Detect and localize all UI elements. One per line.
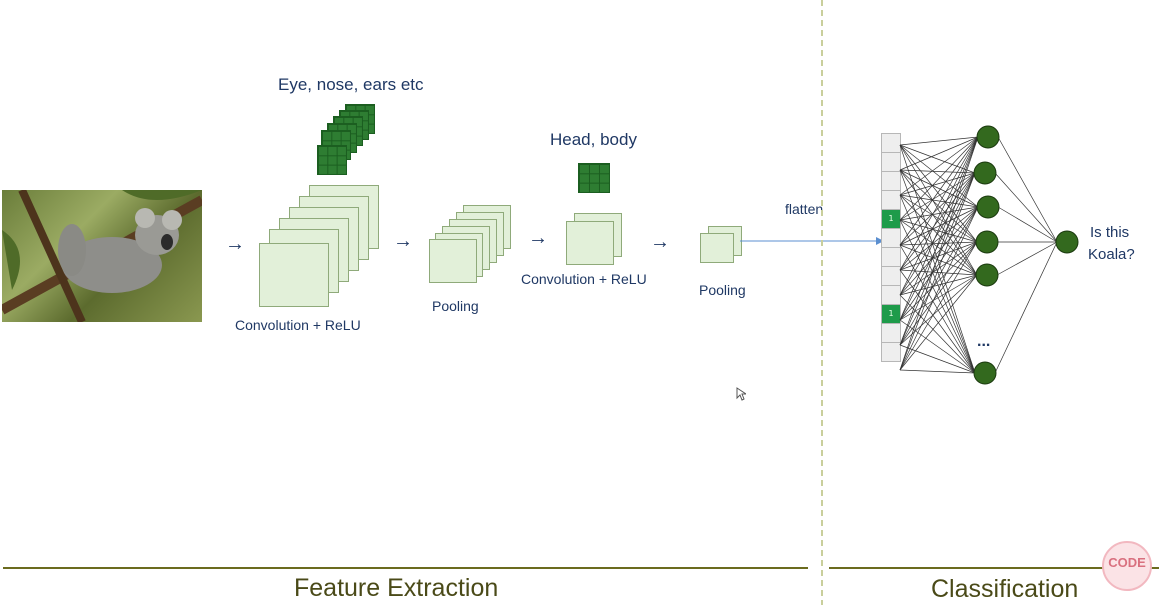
feature-map — [566, 221, 614, 265]
connection-line — [899, 269, 976, 374]
output-neuron — [1055, 230, 1079, 254]
connection-line — [899, 144, 978, 243]
connection-line — [997, 136, 1058, 243]
connection-line — [899, 206, 979, 371]
feature-extraction-baseline — [3, 567, 808, 569]
connection-line — [899, 172, 976, 246]
mouse-cursor-icon — [736, 387, 746, 401]
hidden-neuron — [975, 263, 999, 287]
arrow-right-icon: → — [650, 231, 670, 253]
hidden-neuron — [976, 125, 1000, 149]
connection-line — [994, 241, 1058, 374]
connection-line — [899, 219, 978, 243]
feature-map — [259, 243, 329, 307]
koala-illustration — [2, 190, 202, 322]
kernel — [317, 145, 347, 175]
connection-line — [899, 169, 979, 208]
hidden-neuron — [975, 230, 999, 254]
connection-line — [899, 169, 978, 276]
connection-line — [899, 241, 978, 321]
connection-line — [994, 172, 1058, 243]
logo-text: CODE — [1108, 555, 1146, 570]
connection-line — [899, 172, 976, 321]
connection-line — [899, 206, 979, 246]
connection-line — [899, 294, 976, 374]
connection-line — [899, 136, 979, 271]
connection-line — [899, 144, 978, 276]
connection-line — [899, 219, 976, 374]
connection-line — [899, 206, 979, 346]
connection-line — [899, 344, 976, 374]
hidden-neuron — [976, 195, 1000, 219]
pool2-label: Pooling — [699, 282, 746, 298]
connection-line — [899, 244, 976, 374]
connection-line — [899, 274, 978, 346]
connection-line — [997, 206, 1058, 243]
connection-line — [899, 172, 976, 371]
connection-line — [899, 136, 979, 296]
section-divider — [821, 0, 823, 605]
connection-line — [899, 172, 976, 271]
connection-line — [996, 241, 1058, 276]
kernel-high — [578, 163, 610, 193]
connection-line — [899, 136, 979, 146]
feature-extraction-title: Feature Extraction — [294, 574, 499, 602]
conv2-label: Convolution + ReLU — [521, 271, 647, 287]
codebasics-logo-icon: CODE — [1102, 541, 1152, 591]
connection-line — [899, 136, 979, 221]
hidden-neuron — [973, 161, 997, 185]
koala-input-image — [2, 190, 202, 322]
features-low-label: Eye, nose, ears etc — [278, 75, 424, 94]
hidden-neuron — [973, 361, 997, 385]
connection-line — [899, 206, 979, 221]
question-line-2: Koala? — [1088, 246, 1135, 263]
connection-line — [899, 269, 978, 276]
connection-line — [899, 369, 976, 374]
connection-line — [899, 241, 978, 246]
connection-line — [899, 136, 979, 171]
connection-line — [899, 136, 979, 371]
arrow-right-icon: → — [393, 230, 413, 252]
connection-line — [899, 206, 979, 296]
flatten-arrow — [740, 237, 884, 245]
pool1-label: Pooling — [432, 298, 479, 314]
connection-line — [899, 206, 979, 271]
connection-line — [899, 274, 978, 296]
connection-line — [899, 194, 978, 276]
vector-cell — [881, 342, 901, 362]
neural-network — [899, 125, 1079, 385]
connection-line — [899, 136, 979, 321]
connection-line — [899, 172, 976, 196]
connection-line — [899, 194, 978, 243]
connection-line — [899, 194, 979, 208]
connection-line — [899, 206, 979, 321]
question-line-1: Is this — [1090, 224, 1130, 241]
connection-line — [899, 136, 979, 196]
features-high-label: Head, body — [550, 130, 637, 149]
connection-line — [899, 274, 978, 321]
classification-baseline — [829, 567, 1159, 569]
feature-map — [700, 233, 734, 263]
classification-title: Classification — [931, 575, 1079, 603]
connection-line — [899, 136, 979, 346]
flatten-label: flatten — [785, 201, 824, 217]
connection-line — [899, 144, 979, 208]
ellipsis-label: ... — [977, 333, 991, 350]
connection-line — [899, 241, 978, 346]
arrow-right-icon: → — [528, 227, 548, 249]
connection-line — [899, 136, 979, 246]
connection-line — [899, 219, 978, 276]
connection-line — [899, 172, 976, 221]
connection-line — [899, 172, 976, 296]
feature-map — [429, 239, 477, 283]
connection-line — [899, 241, 978, 371]
arrow-right-icon: → — [225, 233, 245, 255]
connection-line — [899, 244, 978, 276]
connection-line — [899, 194, 976, 374]
connection-line — [899, 274, 978, 371]
connection-line — [899, 169, 978, 243]
conv1-label: Convolution + ReLU — [235, 317, 361, 333]
